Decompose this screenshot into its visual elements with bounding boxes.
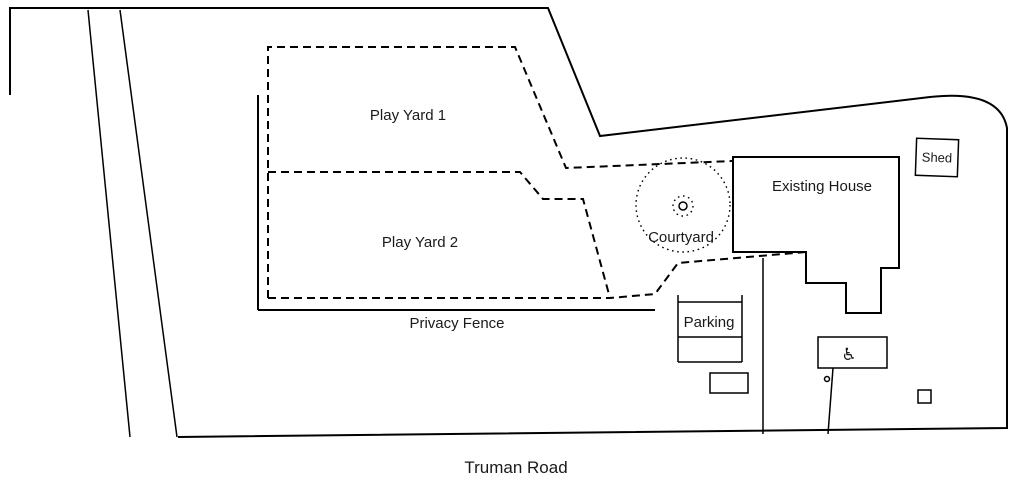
play-yard-outline (267, 46, 733, 298)
courtyard-feature-outer-circle (672, 195, 694, 217)
property-boundary (9, 7, 1008, 438)
existing-house-label: Existing House (772, 178, 872, 195)
courtyard-label: Courtyard (648, 229, 714, 246)
small-square-marker (917, 389, 932, 404)
shed-group: Shed (914, 137, 960, 178)
play-yard-bottom-line (268, 251, 807, 299)
utility-pad-outline (709, 372, 749, 394)
accessible-stall-outline (817, 336, 888, 369)
play-yard-2-label: Play Yard 2 (382, 234, 458, 251)
small-circle-marker (823, 375, 831, 383)
existing-house-outline (732, 156, 900, 314)
play-yard-divider-line (268, 171, 611, 299)
truman-road-label: Truman Road (464, 458, 567, 477)
shed-outline (914, 137, 960, 178)
handicap-icon: ♿ (841, 345, 856, 364)
road-edge-right-line (119, 9, 178, 438)
parking-label: Parking (684, 314, 735, 331)
road-edge-left-line (87, 9, 131, 438)
courtyard-feature-inner-circle (678, 201, 688, 211)
courtyard-circle (635, 157, 731, 253)
play-yard-1-label: Play Yard 1 (370, 107, 446, 124)
privacy-fence-label: Privacy Fence (409, 315, 504, 332)
driveway-east-line (827, 367, 834, 435)
shed-label: Shed (922, 149, 953, 165)
